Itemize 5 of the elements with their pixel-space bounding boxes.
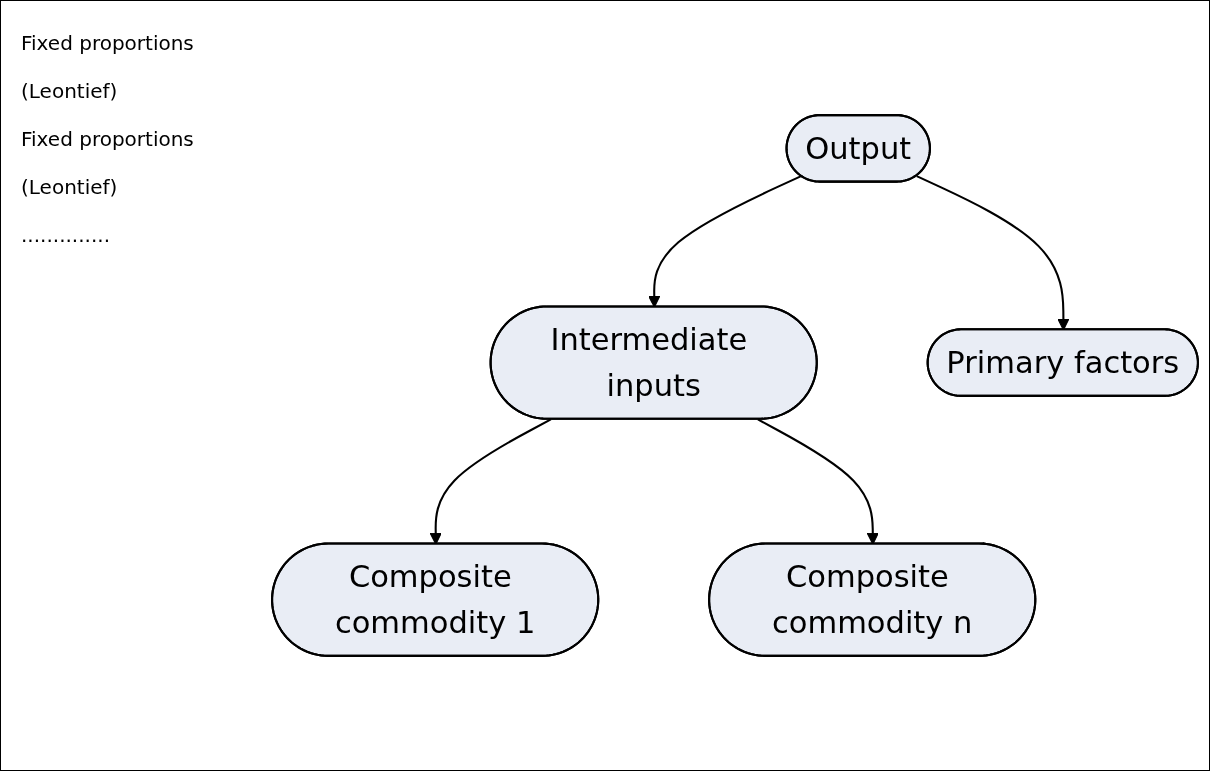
note-text: (Leontief) [21, 79, 119, 103]
note-text: .............. [21, 223, 111, 247]
note-text: Fixed proportions [21, 31, 195, 55]
note-text: (Leontief) [21, 175, 119, 199]
note-text: Fixed proportions [21, 127, 195, 151]
